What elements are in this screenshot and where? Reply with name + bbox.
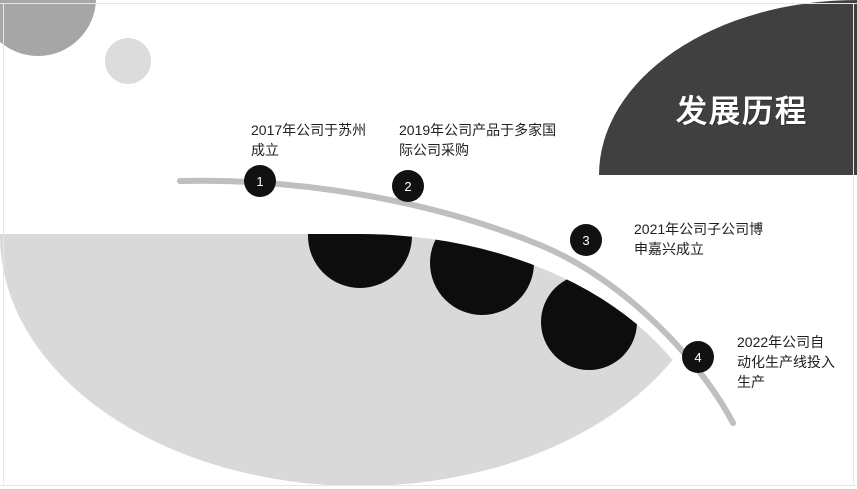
decor-circle-large-gray (0, 0, 96, 56)
title-banner-shape (599, 0, 857, 175)
accent-dot-1 (308, 234, 412, 288)
timeline-marker-1-number: 1 (256, 173, 264, 189)
timeline-marker-2-number: 2 (404, 178, 412, 194)
timeline-marker-4-number: 4 (694, 349, 702, 365)
timeline-caption-1: 2017年公司于苏州成立 (251, 122, 367, 158)
timeline-caption-2: 2019年公司产品于多家国际公司采购 (399, 122, 557, 158)
timeline-marker-3[interactable]: 3 (570, 224, 602, 256)
decor-circle-small-gray (105, 38, 151, 84)
timeline-marker-4[interactable]: 4 (682, 341, 714, 373)
page-title: 发展历程 (676, 94, 808, 129)
decor-blob-light-gray (0, 234, 720, 486)
timeline-caption-3: 2021年公司子公司博申嘉兴成立 (634, 221, 764, 257)
timeline-marker-3-number: 3 (582, 232, 590, 248)
timeline-marker-2[interactable]: 2 (392, 170, 424, 202)
timeline-caption-4: 2022年公司自动化生产线投入生产 (737, 334, 835, 390)
timeline-marker-1[interactable]: 1 (244, 165, 276, 197)
